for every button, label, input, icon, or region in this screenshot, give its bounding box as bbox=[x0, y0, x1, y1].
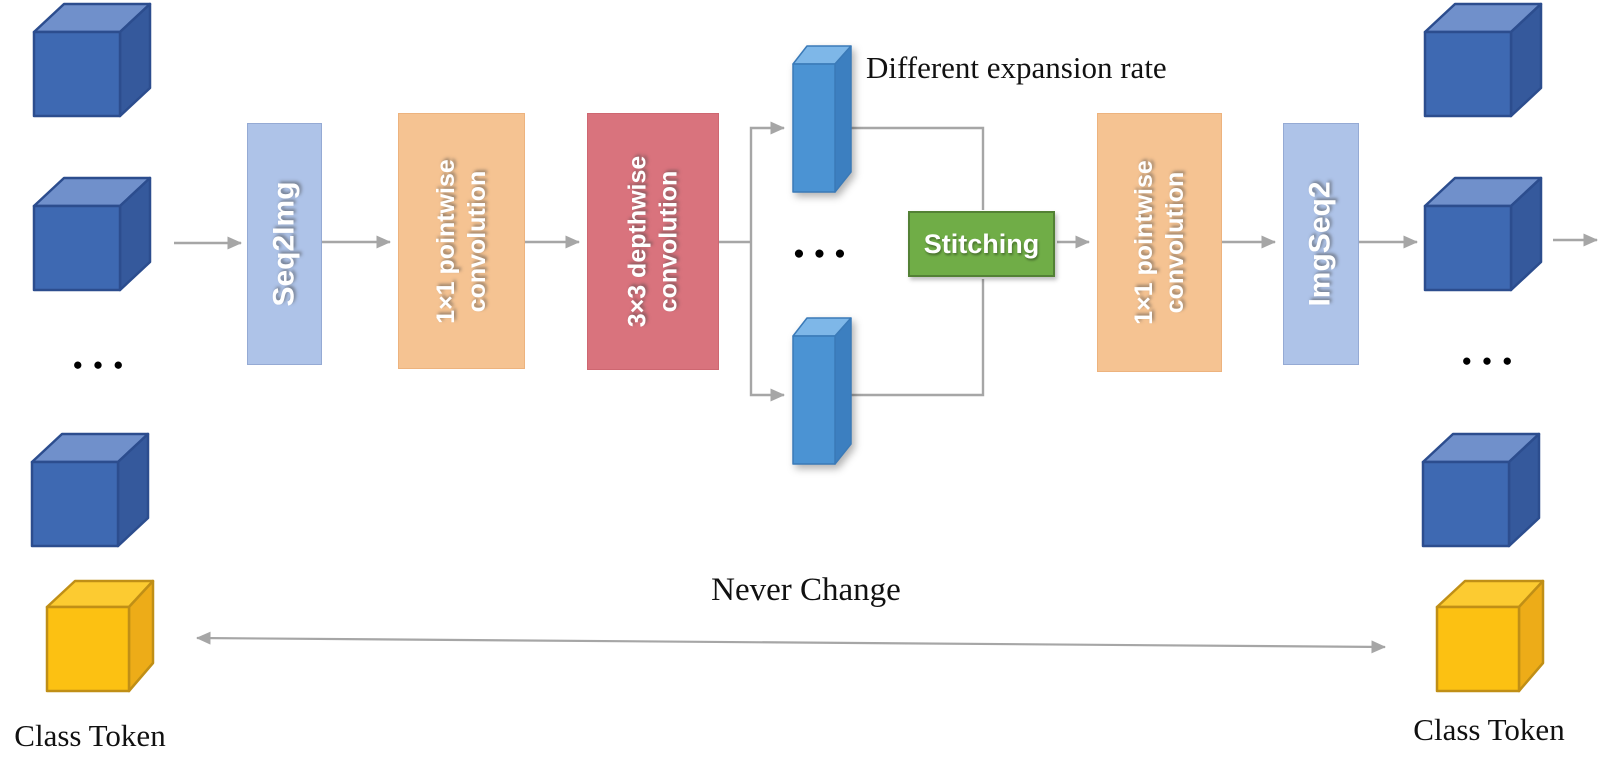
stitching-label: Stitching bbox=[923, 228, 1040, 259]
token-cube-blue bbox=[1421, 432, 1541, 548]
class-token-cube-yellow bbox=[45, 579, 155, 693]
stitching-block: Stitching bbox=[908, 211, 1055, 277]
pointwise-conv-out-line2: convolution bbox=[1160, 171, 1189, 314]
ellipsis-left: ●●● bbox=[72, 355, 134, 374]
expansion-bar-top bbox=[792, 45, 852, 193]
expansion-rate-annotation: Different expansion rate bbox=[866, 50, 1167, 85]
token-cube-blue bbox=[30, 432, 150, 548]
seq2img-label: Seq2Img bbox=[267, 181, 301, 307]
ellipsis-middle: ●●● bbox=[793, 243, 855, 264]
imgseq2-block: ImgSeq2 bbox=[1283, 123, 1359, 365]
token-cube-blue bbox=[1423, 176, 1543, 292]
expansion-bar-bottom bbox=[792, 317, 852, 465]
pointwise-conv-in-line1: 1×1 pointwise bbox=[432, 158, 461, 324]
never-change-annotation: Never Change bbox=[711, 572, 901, 608]
token-cube-blue bbox=[32, 176, 152, 292]
depthwise-conv-block: 3×3 depthwise convolution bbox=[587, 113, 719, 370]
token-cube-blue bbox=[32, 2, 152, 118]
pointwise-conv-out-block: 1×1 pointwise convolution bbox=[1097, 113, 1222, 372]
pointwise-conv-in-block: 1×1 pointwise convolution bbox=[398, 113, 525, 369]
pointwise-conv-out-line1: 1×1 pointwise bbox=[1130, 160, 1159, 325]
depthwise-conv-line2: convolution bbox=[654, 170, 683, 313]
token-cube-blue bbox=[1423, 2, 1543, 118]
depthwise-conv-line1: 3×3 depthwise bbox=[623, 155, 652, 328]
class-token-label-right: Class Token bbox=[1413, 712, 1565, 747]
imgseq2-label: ImgSeq2 bbox=[1304, 181, 1338, 307]
class-token-cube-yellow bbox=[1435, 579, 1545, 693]
class-token-label-left: Class Token bbox=[14, 718, 166, 753]
seq2img-block: Seq2Img bbox=[247, 123, 322, 365]
pointwise-conv-in-line2: convolution bbox=[462, 170, 491, 312]
ellipsis-right: ●●● bbox=[1461, 351, 1523, 370]
